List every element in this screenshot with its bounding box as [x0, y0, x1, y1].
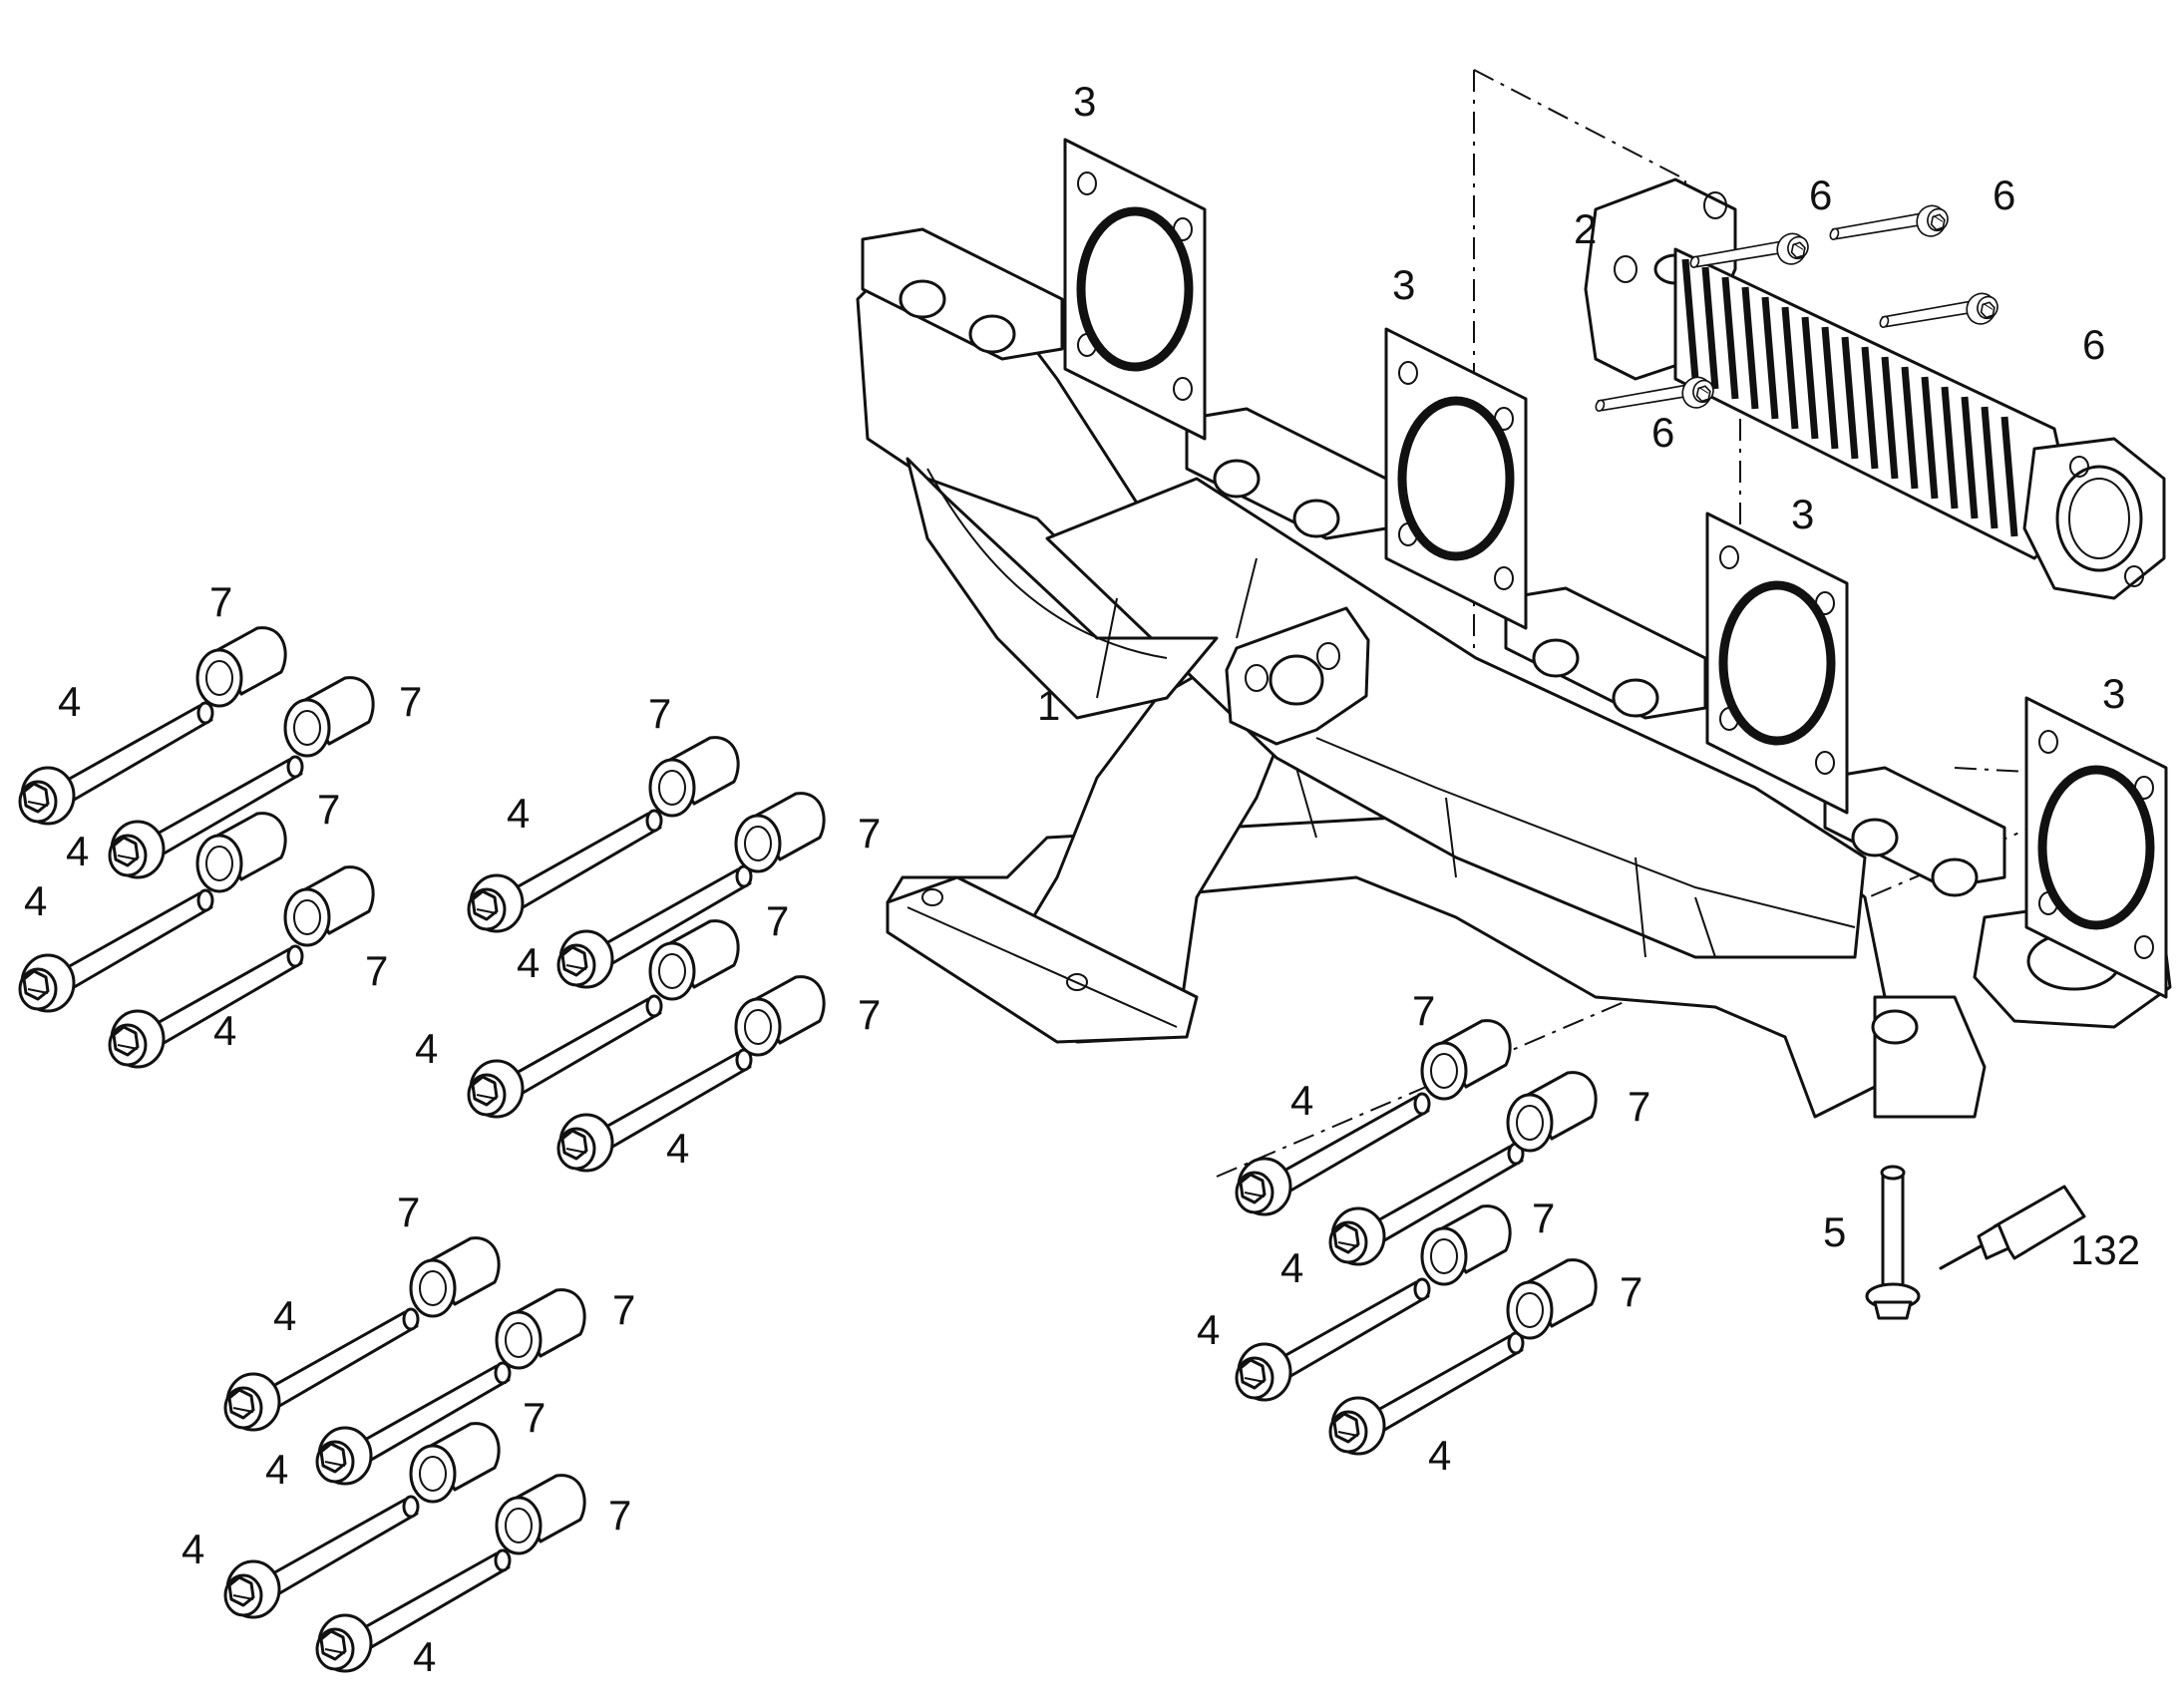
callout-7: 7	[209, 578, 232, 625]
callout-7: 7	[648, 690, 671, 737]
callout-4: 4	[507, 790, 530, 837]
callout-4: 4	[58, 678, 81, 725]
pipe-bolt	[1878, 262, 2002, 363]
exhaust-manifold	[856, 227, 2172, 1119]
callout-4: 4	[273, 1292, 296, 1339]
callout-4: 4	[415, 1025, 438, 1072]
callout-7: 7	[399, 678, 422, 725]
callout-4: 4	[265, 1446, 288, 1493]
sealant-tube	[1939, 1185, 2086, 1270]
gasket	[1065, 140, 1205, 439]
gasket	[1707, 513, 1847, 813]
pipe-bolt	[1828, 174, 1953, 275]
callout-4: 4	[1428, 1432, 1451, 1479]
callout-4: 4	[24, 877, 47, 924]
callout-6: 6	[1809, 171, 1832, 218]
callout-6: 6	[2082, 321, 2105, 368]
callout-7: 7	[858, 810, 881, 856]
callout-4: 4	[517, 939, 540, 986]
gasket	[1386, 329, 1526, 628]
callout-7: 7	[608, 1492, 631, 1538]
callout-7: 7	[1628, 1083, 1650, 1130]
callout-7: 7	[612, 1286, 635, 1333]
callout-7: 7	[1532, 1195, 1555, 1241]
callout-7: 7	[858, 991, 881, 1038]
callout-3: 3	[1392, 261, 1415, 308]
callout-3: 3	[1073, 78, 1096, 125]
callout-7: 7	[365, 947, 388, 994]
callout-4: 4	[413, 1633, 436, 1680]
alignment-line	[1473, 69, 1686, 199]
callout-labels: 1 2 3 3 3 3 6 6 6 6 5 132 7 4 7 7 4 4 7 …	[24, 78, 2140, 1680]
callout-1: 1	[1037, 682, 1060, 729]
stud	[1865, 1165, 1921, 1320]
callout-4: 4	[1280, 1244, 1303, 1291]
callout-4: 4	[213, 1007, 236, 1054]
flexible-pipe	[1584, 177, 2166, 600]
callout-7: 7	[317, 786, 340, 833]
callout-4: 4	[666, 1125, 689, 1172]
callout-7: 7	[1412, 987, 1435, 1034]
callout-7: 7	[1620, 1268, 1642, 1315]
callout-3: 3	[1791, 491, 1814, 537]
callout-6: 6	[1993, 171, 2015, 218]
callout-7: 7	[523, 1394, 545, 1441]
callout-2: 2	[1574, 205, 1597, 252]
callout-5: 5	[1823, 1208, 1846, 1255]
callout-4: 4	[1290, 1077, 1313, 1124]
callout-132: 132	[2070, 1226, 2140, 1273]
callout-4: 4	[1197, 1306, 1220, 1353]
callout-7: 7	[397, 1189, 420, 1235]
callout-7: 7	[766, 897, 789, 944]
callout-4: 4	[182, 1526, 204, 1572]
callout-3: 3	[2102, 670, 2125, 717]
callout-4: 4	[66, 828, 89, 874]
callout-6: 6	[1651, 409, 1674, 456]
